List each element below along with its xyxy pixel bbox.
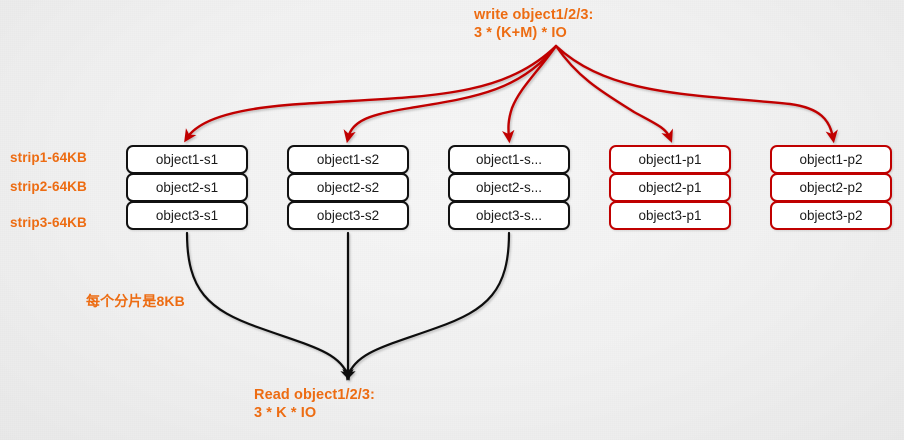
read-arrow-from-s1 <box>185 231 352 381</box>
shard-cell[interactable]: object3-p1 <box>609 201 731 230</box>
write-arrow-to-s2 <box>343 44 558 144</box>
write-arrow-to-s1 <box>184 44 558 143</box>
shard-cell[interactable]: object2-s2 <box>287 173 409 202</box>
shard-cell[interactable]: object2-p1 <box>609 173 731 202</box>
read-arrow-group <box>185 231 511 381</box>
shard-size-note: 每个分片是8KB <box>86 293 185 309</box>
write-arrow-to-p2 <box>554 44 838 144</box>
shard-cell[interactable]: object1-s2 <box>287 145 409 174</box>
strip-label-2: strip2-64KB <box>10 179 87 194</box>
shard-cell[interactable]: object2-s... <box>448 173 570 202</box>
write-callout: write object1/2/3: 3 * (K+M) * IO <box>474 7 594 41</box>
shard-cell[interactable]: object3-p2 <box>770 201 892 230</box>
read-arrow-from-s3 <box>344 231 511 381</box>
read-callout: Read object1/2/3: 3 * K * IO <box>254 387 375 421</box>
shard-cell[interactable]: object3-s2 <box>287 201 409 230</box>
strip-label-3: strip3-64KB <box>10 215 87 230</box>
shard-cell[interactable]: object2-s1 <box>126 173 248 202</box>
write-arrow-to-s3 <box>502 44 558 144</box>
shard-cell[interactable]: object3-s... <box>448 201 570 230</box>
write-arrow-group <box>184 44 838 144</box>
shard-cell[interactable]: object1-s... <box>448 145 570 174</box>
strip-label-1: strip1-64KB <box>10 150 87 165</box>
shard-cell[interactable]: object1-p1 <box>609 145 731 174</box>
write-arrow-to-p1 <box>554 44 673 143</box>
shard-cell[interactable]: object2-p2 <box>770 173 892 202</box>
shard-cell[interactable]: object3-s1 <box>126 201 248 230</box>
shard-cell[interactable]: object1-s1 <box>126 145 248 174</box>
shard-column-col-s3: object1-s...object2-s...object3-s... <box>448 145 570 230</box>
shard-cell[interactable]: object1-p2 <box>770 145 892 174</box>
